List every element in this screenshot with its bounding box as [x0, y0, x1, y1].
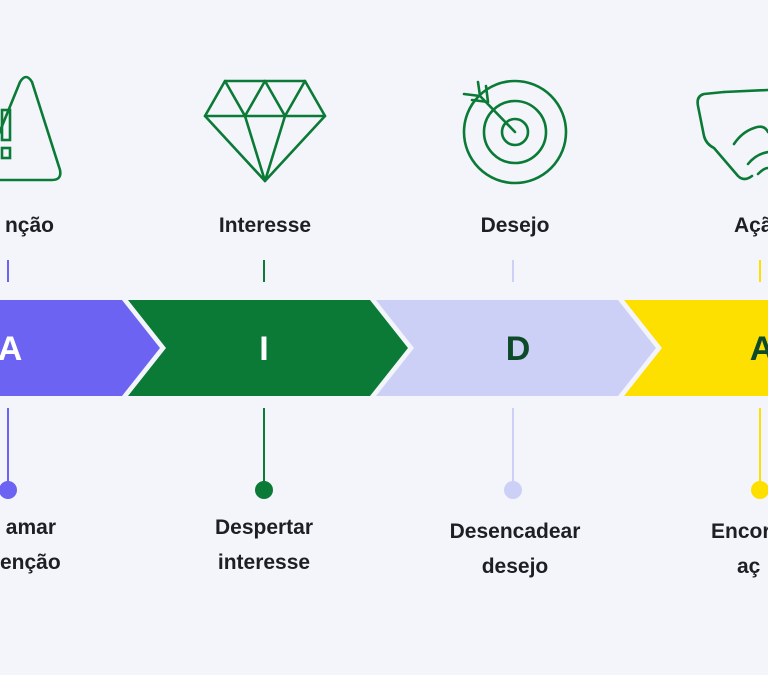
aida-chevrons: A I D A [0, 300, 768, 396]
target-icon [462, 79, 568, 185]
chevron-a [0, 300, 160, 396]
stage-a-bottom-label: amar enção [0, 510, 61, 580]
stage-a2-connector [751, 260, 768, 499]
stage-d-bottom-line2: desejo [481, 555, 549, 578]
diamond-icon [203, 79, 327, 183]
stage-a2-top-label: Açã [734, 214, 768, 237]
stage-d-top-label: Desejo [480, 214, 550, 237]
stage-a-bottom-line2: enção [0, 551, 61, 574]
stage-i-bottom-line2: interesse [217, 551, 311, 574]
stage-a2-bottom-line1: Encor [711, 520, 768, 543]
chevron-i [128, 300, 408, 396]
chevron-d [376, 300, 656, 396]
letter-d: D [506, 330, 531, 368]
stage-i-top-label: Interesse [218, 214, 312, 237]
letter-i: I [259, 330, 268, 368]
stage-i-bottom-label: Despertar interesse [194, 510, 334, 580]
stage-a2-bottom-line2: aç [737, 555, 761, 578]
stage-d-bottom-label: Desencadear desejo [430, 514, 600, 584]
warning-triangle-icon [0, 75, 62, 182]
letter-a2: A [750, 330, 768, 368]
letter-a: A [0, 330, 22, 368]
stage-d-connector [504, 260, 522, 499]
chevron-a2 [624, 300, 768, 396]
stage-a-connector [0, 260, 17, 499]
stage-a-top-label: nção [4, 214, 54, 237]
stage-i-bottom-line1: Despertar [214, 516, 314, 539]
handshake-icon [696, 88, 768, 181]
stage-i-connector [255, 260, 273, 499]
stage-a-bottom-line1: amar [5, 516, 56, 539]
stage-d-bottom-line1: Desencadear [449, 520, 581, 543]
stage-a2-bottom-label: Encor aç [711, 514, 768, 584]
